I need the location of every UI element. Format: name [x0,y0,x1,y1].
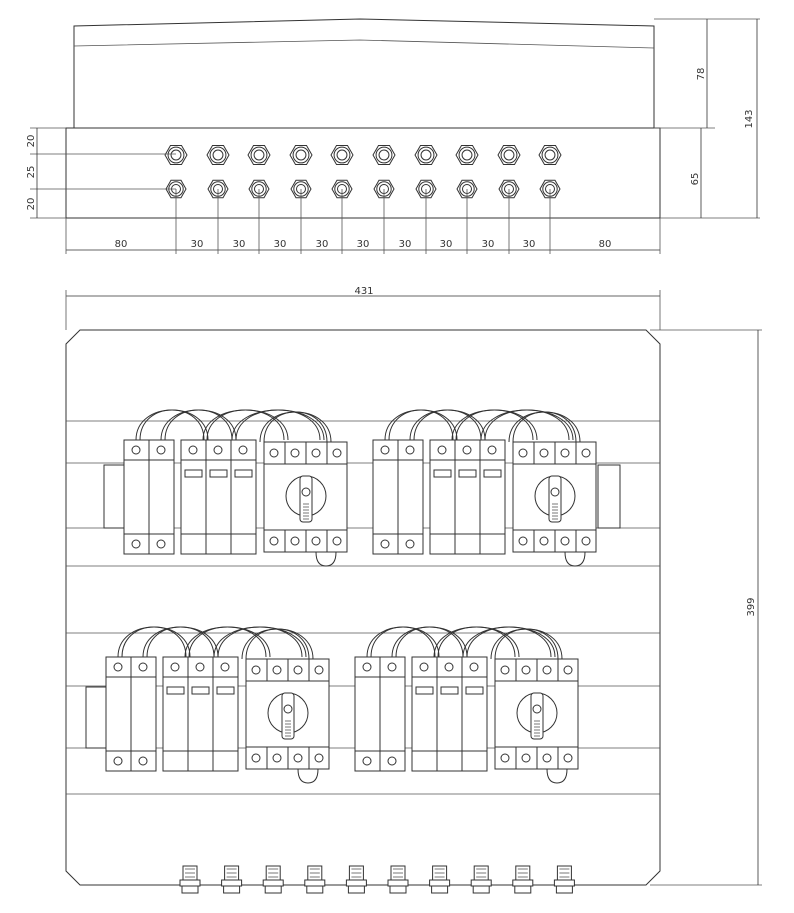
isolator-switch [512,441,597,567]
cable-gland-icon [247,145,271,165]
top-view: 20 25 20 78 65 143 80 30 30 30 30 30 30 … [26,18,760,254]
wire-bundle [508,411,581,443]
wire-loop [315,551,337,567]
breaker-3-pole [162,656,239,772]
wire-loop [297,768,319,784]
wire-bundle [241,628,314,660]
gland-row-bottom [165,179,561,199]
wire-bundle [366,626,440,658]
cable-gland-icon [262,865,284,894]
wire-bundle [142,626,219,658]
enclosure-lid [73,18,655,128]
wire-bundle [433,626,520,658]
wire-bundle [184,626,271,658]
breaker-modules [105,409,597,784]
wire-loop [564,551,586,567]
cable-gland-icon [164,145,188,165]
breaker-3-pole [411,656,488,772]
cable-gland-icon [414,145,438,165]
wire-bundle [490,628,563,660]
cable-gland-icon [512,865,534,894]
dim-bottom-6: 30 [399,239,412,250]
isolator-switch [494,658,579,784]
wire-bundle [135,409,209,441]
dim-front-height: 399 [746,597,757,616]
cable-gland-icon [553,865,575,894]
wire-bundle [117,626,191,658]
breaker-2-pole [105,656,157,772]
dim-total-height: 143 [744,109,755,128]
front-enclosure-outline [65,329,661,886]
enclosure-base [65,127,661,219]
dim-front-width: 431 [354,286,373,297]
cable-gland-icon [470,865,492,894]
cable-gland-icon [345,865,367,894]
wire-bundle [160,409,237,441]
cable-gland-icon [179,865,201,894]
dim-bottom-3: 30 [274,239,287,250]
cable-gland-icon [429,865,451,894]
dim-bottom-1: 30 [191,239,204,250]
wire-bundle [231,409,325,441]
cable-gland-icon [372,145,396,165]
wire-bundle [259,411,332,443]
cable-gland-icon [538,145,562,165]
dim-left-25: 25 [26,166,37,179]
cable-gland-icon [289,145,313,165]
cable-gland-icon [221,865,243,894]
cable-gland-icon [497,145,521,165]
wire-bundle [213,626,307,658]
dim-base-height: 65 [690,173,701,186]
dim-left-20-top: 20 [26,135,37,148]
wire-bundle [480,409,574,441]
cable-gland-icon [304,865,326,894]
breaker-2-pole [372,439,424,555]
front-view: 431 399 [65,286,762,894]
wire-loop [546,768,568,784]
cable-gland-icon [387,865,409,894]
cable-gland-icon [330,145,354,165]
cable-gland-icon [206,145,230,165]
dim-bottom-8: 30 [482,239,495,250]
dim-bottom-5: 30 [357,239,370,250]
wire-bundle [391,626,468,658]
breaker-2-pole [123,439,175,555]
breaker-3-pole [180,439,257,555]
dim-bottom-2: 30 [233,239,246,250]
breaker-2-pole [354,656,406,772]
wire-bundle [384,409,458,441]
dim-bottom-4: 30 [316,239,329,250]
dim-bottom-10: 80 [599,239,612,250]
dim-bottom-7: 30 [440,239,453,250]
cable-gland-icon [455,145,479,165]
dim-bottom-0: 80 [115,239,128,250]
wire-bundle [409,409,486,441]
wire-bundle [202,409,289,441]
wire-bundle [462,626,556,658]
dim-bottom-9: 30 [523,239,536,250]
wire-bundle [451,409,538,441]
isolator-switch [263,441,348,567]
breaker-3-pole [429,439,506,555]
dim-left-20-bottom: 20 [26,198,37,211]
bottom-cable-glands [179,865,575,894]
isolator-switch [245,658,330,784]
gland-row-top [164,145,562,165]
dim-lid-height: 78 [696,68,707,81]
